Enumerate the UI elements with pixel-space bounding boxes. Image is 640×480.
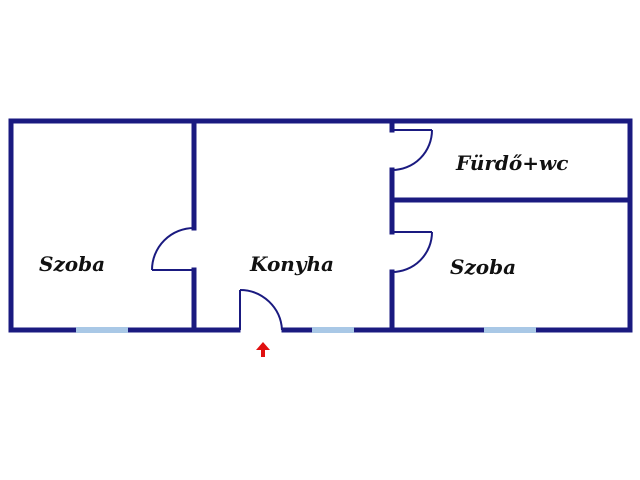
room-label-right: Szoba: [450, 255, 516, 279]
door-bathroom: [391, 129, 433, 171]
door-entrance-swing: [239, 288, 283, 331]
door-room-left-swing: [151, 227, 195, 271]
window-right: [484, 327, 536, 333]
interior-walls: [191, 118, 633, 333]
room-label-bathroom: Fürdő+wc: [455, 151, 568, 175]
door-room-right-swing: [391, 231, 433, 273]
window-middle: [312, 327, 354, 333]
door-entrance: [239, 288, 283, 331]
entrance-arrow-shape: [256, 342, 270, 357]
door-room-right: [391, 231, 433, 273]
room-label-kitchen: Konyha: [249, 252, 334, 276]
windows: [76, 327, 536, 333]
entrance-arrow-icon: [256, 342, 270, 357]
door-bathroom-swing: [391, 129, 433, 171]
door-room-left: [151, 227, 195, 271]
room-label-left: Szoba: [39, 252, 105, 276]
window-left: [76, 327, 128, 333]
